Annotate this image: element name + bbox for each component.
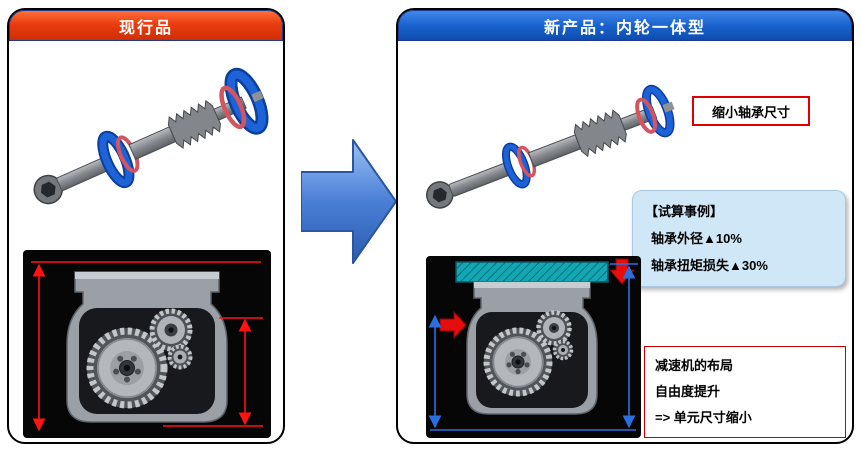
gear-small <box>167 344 193 370</box>
gear-medium <box>536 310 572 346</box>
calculation-example-callout: 【试算事例】 轴承外径▲10% 轴承扭矩损失▲30% <box>632 190 846 287</box>
note-line: 减速机的布局 <box>655 358 734 373</box>
shaft-assembly <box>33 67 269 205</box>
gear-large <box>86 327 168 409</box>
note-line: => 单元尺寸缩小 <box>655 410 752 425</box>
reduction-arrow-left <box>439 310 467 340</box>
gear-medium <box>149 308 193 352</box>
new-product-header: 新产品：内轮一体型 <box>398 10 852 41</box>
current-product-header: 现行品 <box>9 10 283 41</box>
bearing-end <box>635 84 675 138</box>
layout-benefit-note: 减速机的布局 自由度提升 => 单元尺寸缩小 <box>644 346 846 438</box>
dimension-lines-blue <box>428 263 638 431</box>
shaft-assembly <box>426 84 675 209</box>
transition-arrow <box>300 138 398 265</box>
calc-title: 【试算事例】 <box>645 204 724 219</box>
shaft-segment <box>527 134 582 168</box>
hex-socket <box>40 181 56 198</box>
worm-thread <box>573 109 627 158</box>
shaft-tip <box>251 90 264 103</box>
shaft-segment <box>448 163 510 197</box>
bearing-end <box>219 67 269 135</box>
new-product-panel: 新产品：内轮一体型 <box>396 8 854 444</box>
shaft-segment <box>128 126 177 161</box>
new-gearbox-image <box>426 256 641 438</box>
shaft-tip <box>662 101 675 113</box>
current-gearbox-image <box>23 250 271 438</box>
current-product-panel: 现行品 <box>7 8 285 444</box>
new-product-header-label: 新产品：内轮一体型 <box>543 19 706 37</box>
current-product-header-label: 现行品 <box>118 19 173 37</box>
bearing-size-label-text: 缩小轴承尺寸 <box>711 104 790 120</box>
new-shaft-assembly-image <box>426 84 675 209</box>
integrated-inner-ring-highlight <box>455 261 609 283</box>
hex-socket <box>432 187 447 203</box>
current-shaft-assembly-image <box>33 67 269 205</box>
dimension-lines-red <box>31 261 263 432</box>
worm-thread <box>167 99 221 150</box>
bearing-size-label: 缩小轴承尺寸 <box>692 96 810 126</box>
calc-line: 轴承外径▲10% <box>651 231 742 246</box>
gear-small <box>552 339 574 361</box>
transition-arrow-icon <box>300 139 397 264</box>
gear-large <box>483 327 553 397</box>
note-line: 自由度提升 <box>655 384 721 399</box>
calc-line: 轴承扭矩损失▲30% <box>651 258 768 273</box>
